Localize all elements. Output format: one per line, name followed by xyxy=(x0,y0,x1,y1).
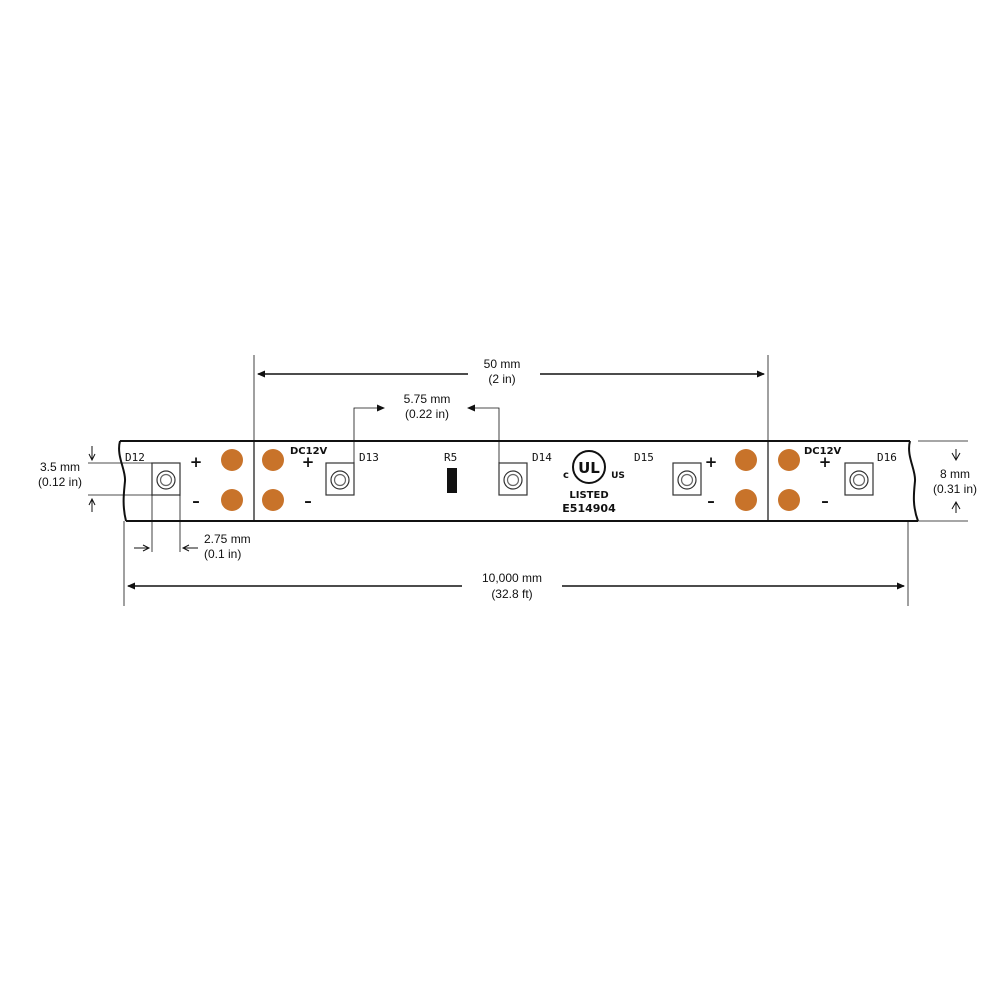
led-size-in: (0.12 in) xyxy=(38,475,82,489)
led-size-mm: 3.5 mm xyxy=(40,460,80,474)
pad xyxy=(262,489,284,511)
dimension-led-size: 3.5 mm (0.12 in) xyxy=(38,446,152,512)
led-label-d16: D16 xyxy=(877,451,897,464)
led-label-d14: D14 xyxy=(532,451,552,464)
pad xyxy=(221,449,243,471)
strip-width-in: (0.31 in) xyxy=(933,482,977,496)
led-label-d13: D13 xyxy=(359,451,379,464)
minus-sign: – xyxy=(192,492,200,510)
led-width-in: (0.1 in) xyxy=(204,547,241,561)
ul-listed: LISTED xyxy=(569,490,608,501)
ul-c: c xyxy=(563,470,569,481)
pad xyxy=(778,489,800,511)
voltage-label-right: DC12V xyxy=(804,446,842,457)
pitch-mm: 50 mm xyxy=(484,357,521,371)
pitch-in: (2 in) xyxy=(488,372,515,386)
dimension-led-width: 2.75 mm (0.1 in) xyxy=(134,495,251,561)
led-label-d15: D15 xyxy=(634,451,654,464)
minus-sign: – xyxy=(821,492,829,510)
led-chip-d13 xyxy=(325,462,355,496)
resistor-r5 xyxy=(447,468,457,493)
ul-us: US xyxy=(611,471,625,481)
pad xyxy=(778,449,800,471)
minus-sign: – xyxy=(707,492,715,510)
resistor-label: R5 xyxy=(444,451,457,464)
plus-sign: + xyxy=(819,453,832,471)
led-chip-d12 xyxy=(151,462,181,496)
strip-width-mm: 8 mm xyxy=(940,467,970,481)
strip-body xyxy=(118,440,919,522)
led-chips xyxy=(151,462,874,496)
pad xyxy=(221,489,243,511)
led-chip-d14 xyxy=(498,462,528,496)
pad xyxy=(262,449,284,471)
minus-sign: – xyxy=(304,492,312,510)
dimension-strip-width: 8 mm (0.31 in) xyxy=(918,440,977,522)
led-chip-d16 xyxy=(844,462,874,496)
dimension-led-spacing xyxy=(353,404,500,463)
total-length-mm: 10,000 mm xyxy=(482,571,542,585)
component-labels: D12 D13 D14 D15 D16 R5 DC12V DC12V + – +… xyxy=(125,446,897,510)
dimension-total-length: 10,000 mm (32.8 ft) xyxy=(123,521,909,606)
led-width-mm: 2.75 mm xyxy=(204,532,251,546)
pad xyxy=(735,489,757,511)
led-spacing-mm: 5.75 mm xyxy=(404,392,451,406)
voltage-label-left: DC12V xyxy=(290,446,328,457)
plus-sign: + xyxy=(705,453,718,471)
ul-letters: UL xyxy=(578,459,600,477)
total-length-ft: (32.8 ft) xyxy=(491,587,532,601)
plus-sign: + xyxy=(302,453,315,471)
led-chip-d15 xyxy=(672,462,702,496)
pad xyxy=(735,449,757,471)
copper-pads xyxy=(221,449,800,511)
led-label-d12: D12 xyxy=(125,451,145,464)
ul-listed-mark: UL c US LISTED E514904 xyxy=(562,450,625,515)
plus-sign: + xyxy=(190,453,203,471)
dimension-pitch: 50 mm (2 in) xyxy=(253,355,769,441)
ul-file-number: E514904 xyxy=(562,502,616,515)
ul-circle xyxy=(572,450,606,484)
led-spacing-in: (0.22 in) xyxy=(405,407,449,421)
